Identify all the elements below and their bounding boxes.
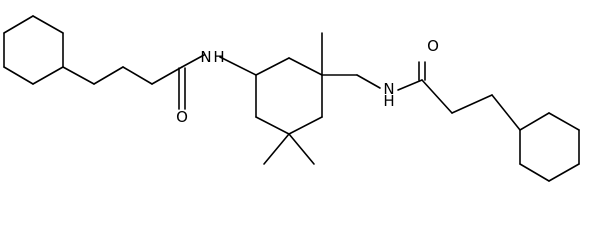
oxygen-label-left: O: [176, 108, 188, 126]
oxygen-label-right: O: [427, 37, 439, 55]
hydrogen-label-left: H: [213, 48, 224, 66]
left-propanoyl-chain: [62, 54, 205, 110]
left-cyclohexane-ring: [3, 15, 64, 85]
right-amide-chain: [321, 61, 521, 131]
nitrogen-label-right: N: [383, 80, 394, 98]
nitrogen-label-left: N: [200, 48, 211, 66]
hydrogen-label-right: H: [383, 92, 394, 110]
amide-nitrogen-left: N H: [200, 48, 224, 66]
methyl-groups: [263, 32, 323, 165]
molecule-structure-diagram: N H O N H O: [3, 15, 580, 182]
right-cyclohexane-ring: [519, 112, 580, 182]
amide-nitrogen-right: N H: [383, 80, 394, 110]
atom-labels: N H O N H O: [176, 37, 439, 126]
central-cyclohexane-ring: [219, 56, 323, 135]
